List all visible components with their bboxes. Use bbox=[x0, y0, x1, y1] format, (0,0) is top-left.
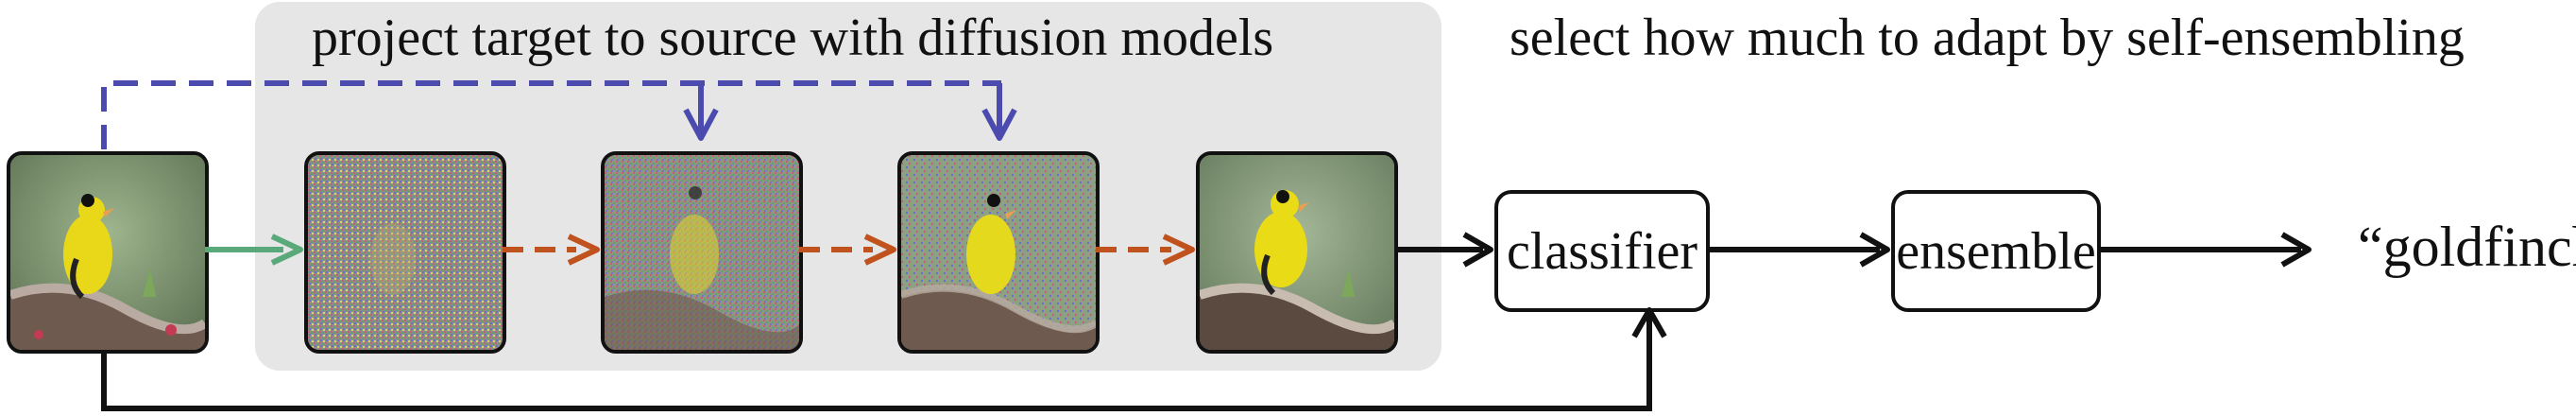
guidance-arrow bbox=[101, 80, 1017, 149]
diffusion-panel-title: project target to source with diffusion … bbox=[312, 9, 1274, 67]
denoise-arrow-3 bbox=[1096, 234, 1195, 266]
to-classifier-arrow bbox=[1394, 232, 1493, 268]
projected-source-image bbox=[1196, 151, 1398, 354]
predicted-label: “goldfinch” bbox=[2358, 216, 2576, 278]
ensemble-box: ensemble bbox=[1891, 190, 2101, 312]
classifier-box: classifier bbox=[1494, 190, 1710, 312]
self-ensemble-title: select how much to adapt by self-ensembl… bbox=[1510, 9, 2465, 67]
noised-image bbox=[304, 151, 506, 354]
partially-denoised-image-1 bbox=[601, 151, 803, 354]
denoise-arrow-2 bbox=[799, 234, 896, 266]
noising-arrow bbox=[205, 234, 303, 266]
denoise-arrow-1 bbox=[503, 234, 600, 266]
ensemble-label: ensemble bbox=[1896, 221, 2096, 281]
skip-connection-arrow bbox=[101, 307, 1667, 411]
classifier-label: classifier bbox=[1506, 221, 1698, 281]
to-ensemble-arrow bbox=[1706, 232, 1890, 268]
to-output-arrow bbox=[2097, 232, 2312, 268]
partially-denoised-image-2 bbox=[897, 151, 1100, 354]
